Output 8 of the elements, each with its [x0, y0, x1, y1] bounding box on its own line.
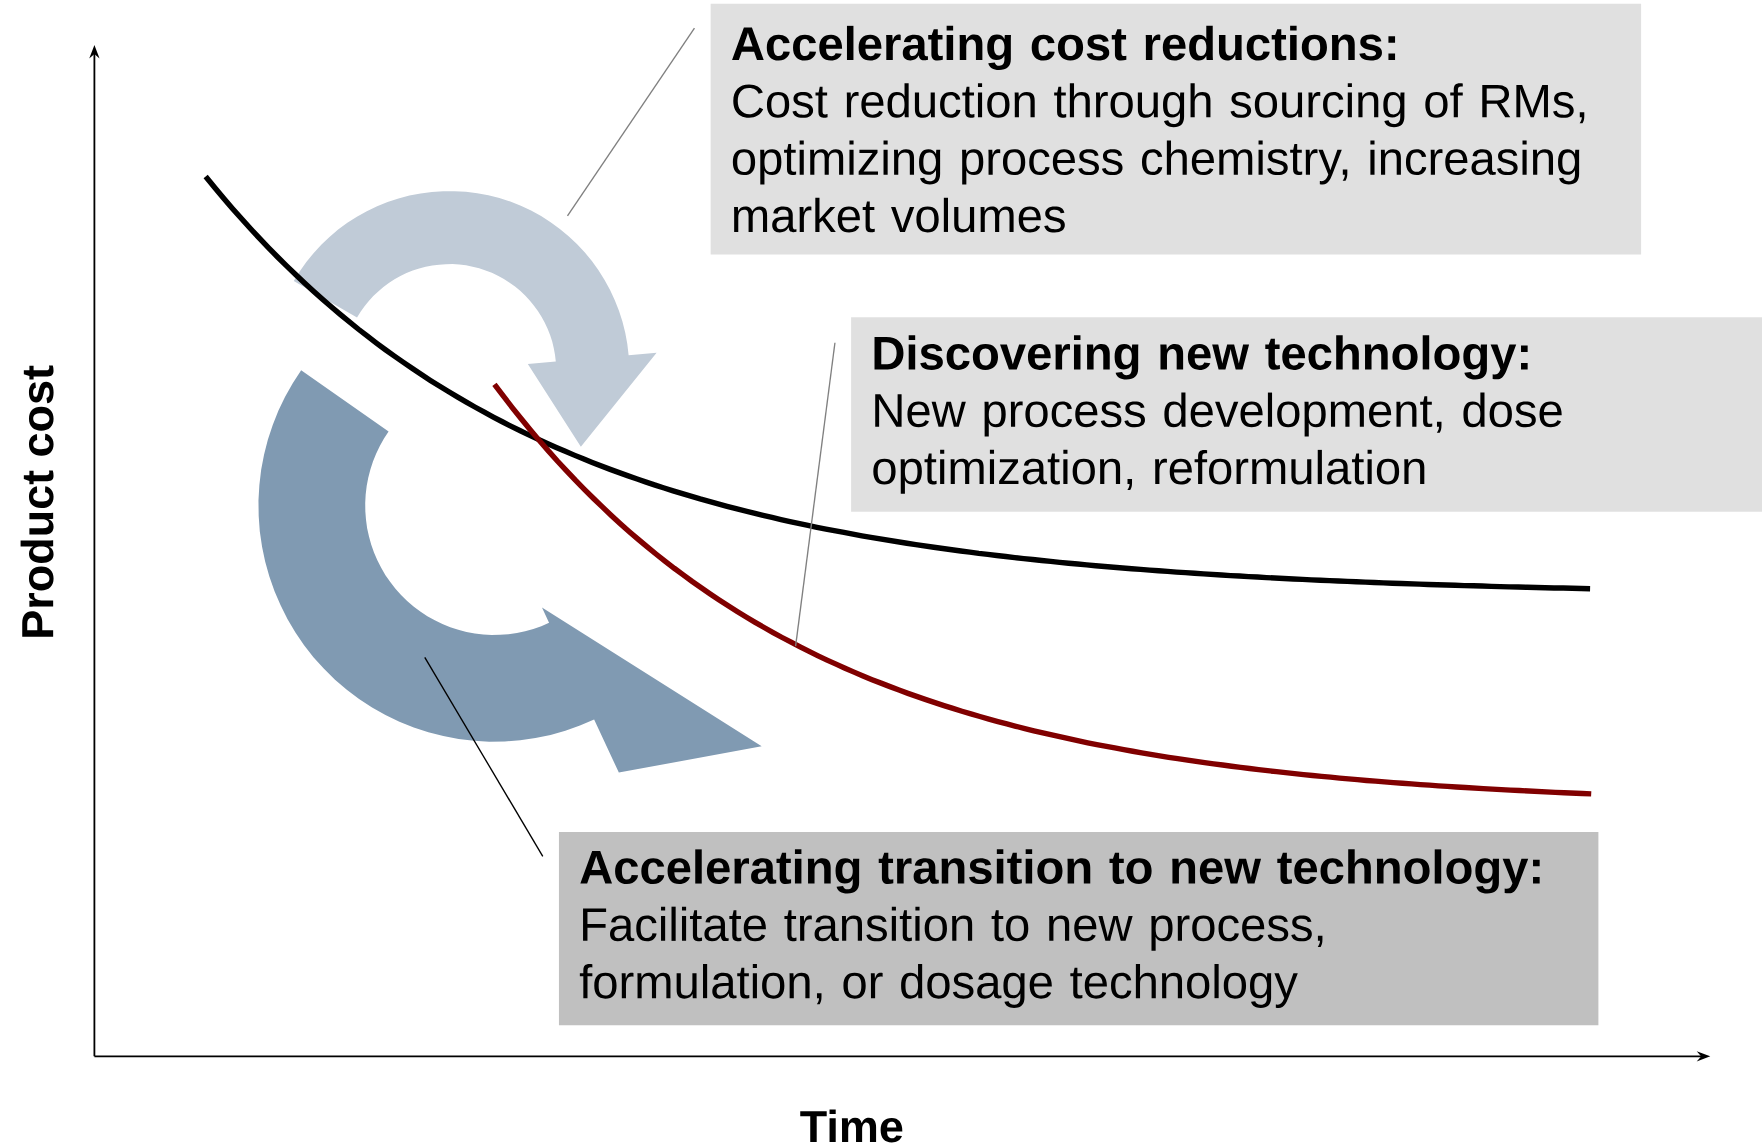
leader-line	[794, 342, 836, 647]
text-box: Accelerating cost reductions: Cost reduction through sourcing of RMs, optimizing process chemistry, increasing market volumes	[710, 3, 1642, 255]
text-box: Discovering new technology: New process development, dose optimization, reformulation	[851, 317, 1762, 512]
axis-label: Time	[800, 1109, 903, 1143]
axis-label: Product cost	[20, 365, 54, 637]
leader-line	[566, 27, 696, 217]
leader-line	[424, 656, 544, 857]
text-box: Accelerating transition to new technology: Facilitate transition to new process, formulation, or dosage technology	[558, 832, 1599, 1026]
